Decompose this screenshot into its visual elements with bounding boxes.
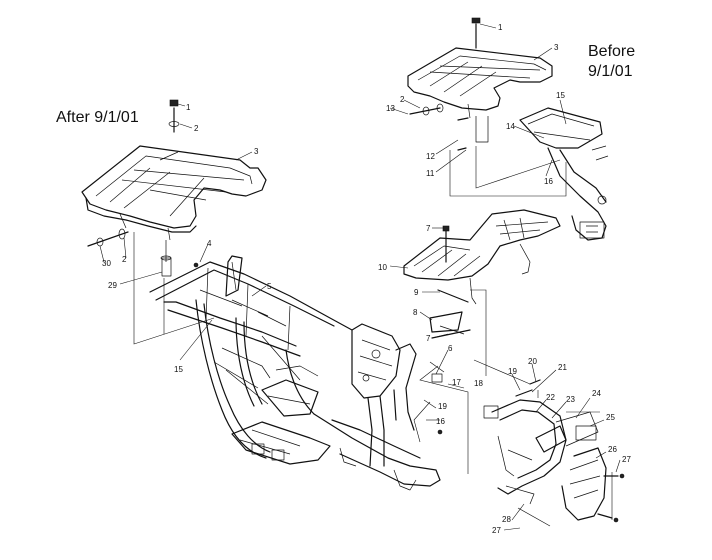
callout-label: 4 (207, 239, 212, 248)
callout-label: 29 (108, 281, 117, 290)
main-frame (149, 255, 445, 491)
callout-label: 26 (608, 445, 617, 454)
callout-label: 27 (622, 455, 631, 464)
callout-label: 12 (426, 152, 435, 161)
callout-label: 15 (556, 91, 565, 100)
callout-label: 16 (436, 417, 445, 426)
before-rack (407, 17, 553, 151)
callout-label: 7 (426, 334, 431, 343)
callout-label: 1 (186, 103, 191, 112)
callout-label: 1 (498, 23, 503, 32)
callout-label: 10 (378, 263, 387, 272)
callout-label: 23 (566, 395, 575, 404)
caption-after: After 9/1/01 (56, 109, 139, 126)
callout-label: 18 (474, 379, 483, 388)
before-subframe (519, 107, 609, 241)
callout-label: 17 (452, 378, 461, 387)
callout-label: 11 (426, 169, 435, 178)
bumper-assembly (483, 379, 625, 527)
callout-labels: 1 2 3 4 5 30 2 29 15 1 3 2 13 15 14 12 1… (102, 23, 631, 535)
caption-before-line2: 9/1/01 (588, 63, 633, 80)
callout-label: 28 (502, 515, 511, 524)
callout-label: 30 (102, 259, 111, 268)
caption-before-line1: Before (588, 43, 635, 60)
front-rack (403, 209, 561, 339)
callout-label: 7 (426, 224, 431, 233)
callout-label: 19 (438, 402, 447, 411)
callout-label: 3 (554, 43, 559, 52)
callout-label: 9 (414, 288, 419, 297)
callout-label: 24 (592, 389, 601, 398)
callout-label: 5 (267, 282, 272, 291)
after-rack (81, 99, 267, 277)
callout-label: 16 (544, 177, 553, 186)
callout-label: 25 (606, 413, 615, 422)
callout-label: 2 (122, 255, 127, 264)
callout-label: 21 (558, 363, 567, 372)
callout-label: 27 (492, 526, 501, 535)
callout-label: 14 (506, 122, 515, 131)
callout-label: 19 (508, 367, 517, 376)
callout-label: 22 (546, 393, 555, 402)
leader-lines (99, 23, 621, 531)
callout-label: 2 (194, 124, 199, 133)
callout-label: 6 (448, 344, 453, 353)
callout-label: 20 (528, 357, 537, 366)
callout-label: 15 (174, 365, 183, 374)
assembly-lines (133, 146, 613, 520)
callout-label: 13 (386, 104, 395, 113)
callout-label: 8 (413, 308, 418, 317)
callout-label: 2 (400, 95, 405, 104)
callout-label: 3 (254, 147, 259, 156)
